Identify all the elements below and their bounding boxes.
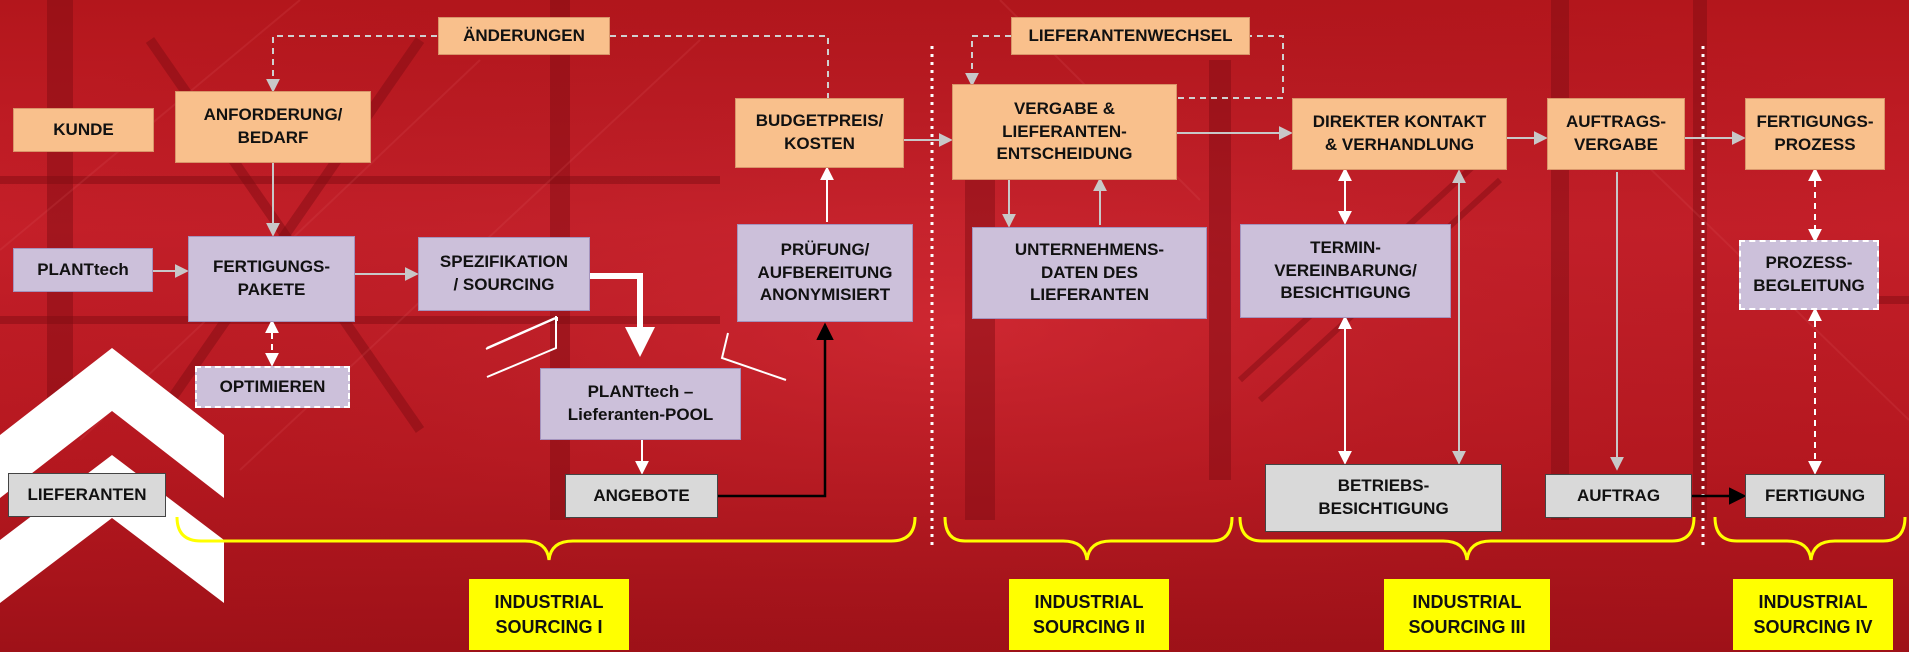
auftragsvergabe-box: AUFTRAGS- VERGABE — [1547, 98, 1685, 170]
termin-box: TERMIN- VEREINBARUNG/ BESICHTIGUNG — [1240, 224, 1451, 318]
lieferanten-box: LIEFERANTEN — [8, 473, 166, 517]
optimieren-box: OPTIMIEREN — [195, 366, 350, 408]
plantech-box: PLANTtech — [13, 248, 153, 292]
arrow-aenderungen-right — [610, 35, 829, 98]
anforderung-box: ANFORDERUNG/ BEDARF — [175, 91, 371, 163]
auftrag-box: AUFTRAG — [1545, 474, 1692, 518]
phase-brace-1 — [175, 516, 917, 561]
phase-label-1: INDUSTRIAL SOURCING I — [469, 579, 629, 650]
funnel-left-line — [486, 316, 557, 378]
aenderungen-box: ÄNDERUNGEN — [438, 17, 610, 55]
arrow-angebote-to-pruefung — [718, 322, 834, 498]
direkter-kontakt-box: DIREKTER KONTAKT & VERHANDLUNG — [1292, 98, 1507, 170]
arrow-spezifikation-to-pool — [590, 273, 655, 357]
spezifikation-box: SPEZIFIKATION / SOURCING — [418, 237, 590, 311]
betriebsbesichtigung-box: BETRIEBS- BESICHTIGUNG — [1265, 464, 1502, 532]
fertigungsprozess-box: FERTIGUNGS- PROZESS — [1745, 98, 1885, 170]
pool-box: PLANTtech – Lieferanten-POOL — [540, 368, 741, 440]
phase-label-4: INDUSTRIAL SOURCING IV — [1733, 579, 1893, 650]
arrow-aenderungen-left — [266, 35, 437, 93]
phase-braces — [175, 516, 1907, 561]
phase-label-3: INDUSTRIAL SOURCING III — [1384, 579, 1550, 650]
phase-brace-4 — [1713, 516, 1907, 561]
kunde-box: KUNDE — [13, 108, 154, 152]
lieferantenwechsel-box: LIEFERANTENWECHSEL — [1011, 17, 1250, 55]
fertigungspakete-box: FERTIGUNGS- PAKETE — [188, 236, 355, 322]
angebote-box: ANGEBOTE — [565, 474, 718, 518]
fertigung-box: FERTIGUNG — [1745, 474, 1885, 518]
prozessbegleitung-box: PROZESS- BEGLEITUNG — [1739, 240, 1879, 310]
phase-brace-3 — [1238, 516, 1696, 561]
budgetpreis-box: BUDGETPREIS/ KOSTEN — [735, 98, 904, 168]
arrow-lieferantenwechsel-to-vergabe — [965, 35, 1011, 87]
funnel-lines — [485, 317, 787, 381]
arrow-lieferantenwechsel-loop — [1178, 35, 1284, 99]
phase-label-2: INDUSTRIAL SOURCING II — [1009, 579, 1169, 650]
unternehmensdaten-box: UNTERNEHMENS- DATEN DES LIEFERANTEN — [972, 227, 1207, 319]
pruefung-box: PRÜFUNG/ AUFBEREITUNG ANONYMISIERT — [737, 224, 913, 322]
vergabe-box: VERGABE & LIEFERANTEN- ENTSCHEIDUNG — [952, 84, 1177, 180]
sector-dividers — [930, 46, 1705, 548]
phase-brace-2 — [943, 516, 1234, 561]
